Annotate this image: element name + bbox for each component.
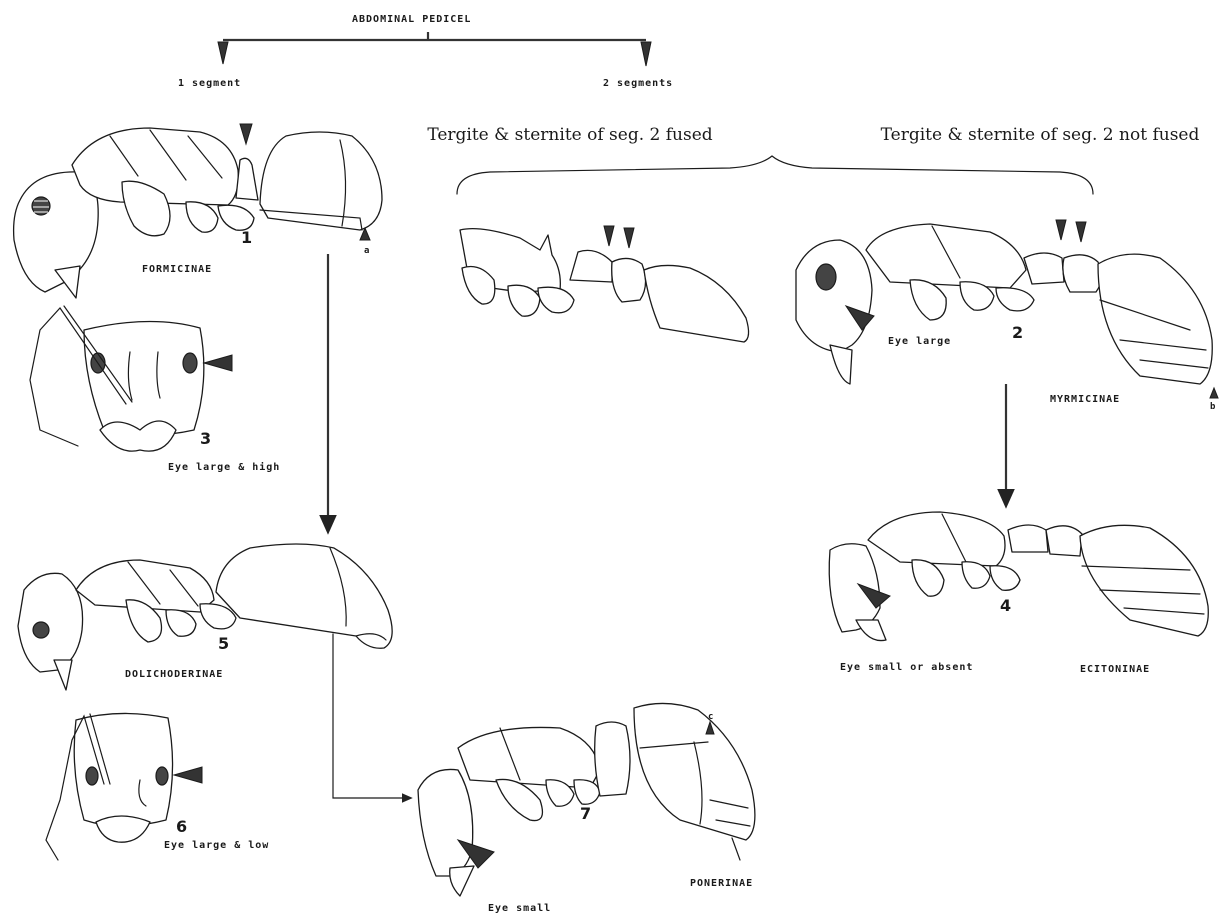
figure-number-2: 2 xyxy=(1012,323,1023,342)
marker-a: a xyxy=(364,246,370,256)
figure-number-1: 1 xyxy=(241,228,252,247)
myrmicinae-caption: MYRMICINAE xyxy=(1050,394,1120,405)
figure-number-7: 7 xyxy=(580,804,591,823)
figure-number-4: 4 xyxy=(1000,596,1011,615)
not-fused-brace-label: Tergite & sternite of seg. 2 not fused xyxy=(880,124,1200,147)
eye-large-high-label: Eye large & high xyxy=(168,462,280,473)
eye-small-label: Eye small xyxy=(488,903,551,914)
eye-large-label: Eye large xyxy=(888,336,951,347)
one-segment-label: 1 segment xyxy=(178,78,241,89)
dolichoderinae-caption: DOLICHODERINAE xyxy=(125,669,223,680)
marker-b: b xyxy=(1210,402,1216,412)
pedicel-split-connector xyxy=(218,32,651,66)
two-segment-brace xyxy=(457,156,1093,194)
figure-number-3: 3 xyxy=(200,429,211,448)
figure-number-5: 5 xyxy=(218,634,229,653)
ponerinae-caption: PONERINAE xyxy=(690,878,753,889)
ecitoninae-caption: ECITONINAE xyxy=(1080,664,1150,675)
fused-brace-label: Tergite & sternite of seg. 2 fused xyxy=(420,124,720,147)
ponerinae-profile-drawing xyxy=(418,703,755,896)
fused-segments-profile-drawing xyxy=(460,226,749,342)
two-segments-label: 2 segments xyxy=(603,78,673,89)
abdominal-pedicel-title: ABDOMINAL PEDICEL xyxy=(352,14,471,25)
ecitoninae-profile-drawing xyxy=(829,512,1208,641)
eye-small-or-absent-label: Eye small or absent xyxy=(840,662,973,673)
eye-large-low-label: Eye large & low xyxy=(164,840,269,851)
dolichoderinae-head-front-drawing xyxy=(46,713,202,860)
figure-number-6: 6 xyxy=(176,817,187,836)
marker-c: c xyxy=(708,712,714,722)
myrmicinae-profile-drawing xyxy=(796,220,1218,398)
formicinae-caption: FORMICINAE xyxy=(142,264,212,275)
